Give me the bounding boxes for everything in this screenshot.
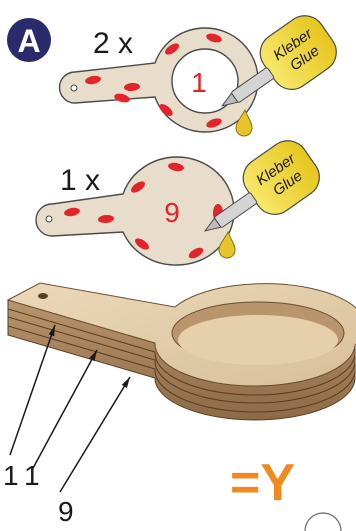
callout-line-1a (10, 325, 55, 455)
callout-line-1b (32, 350, 97, 470)
callout-line-9 (60, 377, 130, 492)
hanging-hole (38, 293, 48, 299)
part-number-ring: 1 (191, 67, 207, 98)
next-step-badge-partial (305, 513, 341, 531)
assembled-piece (8, 283, 356, 420)
step-badge: A (7, 18, 51, 62)
callout-label-1b: 1 (24, 460, 40, 491)
quantity-label-ring: 2 x (93, 27, 133, 60)
callout-label-9: 9 (58, 496, 74, 527)
hanging-hole (46, 216, 52, 222)
step-letter: A (17, 23, 40, 59)
part-ring: 2 x 1 (59, 27, 258, 132)
hanging-hole (71, 85, 77, 91)
quantity-label-disc: 1 x (60, 164, 100, 197)
part-number-disc: 9 (164, 197, 180, 228)
part-disc: 1 x 9 (36, 157, 234, 265)
result-label: =Y (230, 454, 295, 512)
callout-label-1a: 1 (3, 460, 19, 491)
piece-recess-floor (178, 315, 338, 365)
